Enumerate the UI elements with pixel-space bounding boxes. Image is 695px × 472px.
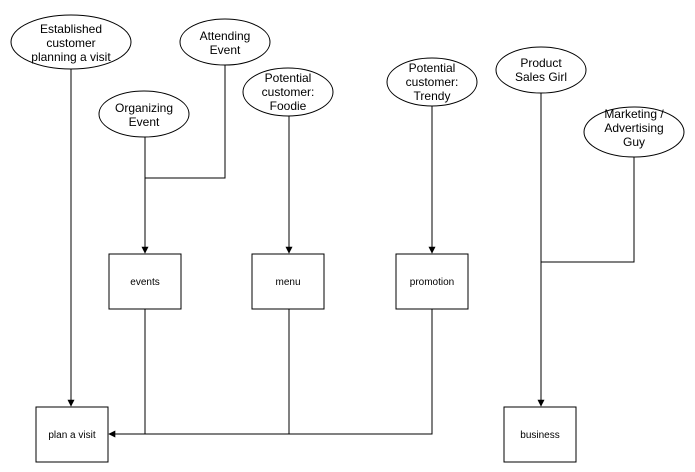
actor-established-line-1: Established (40, 22, 102, 36)
actor-organizing-event: Organizing Event (98, 90, 190, 138)
actor-trendy-line-3: Trendy (414, 89, 451, 103)
edge-marketing-to-business (541, 157, 635, 263)
box-plan-a-visit: plan a visit (35, 406, 109, 463)
actor-established-line-3: planning a visit (31, 50, 111, 64)
actor-attending-event: Attending Event (179, 18, 271, 66)
actor-marketing-line-3: Guy (623, 135, 645, 149)
box-business-label: business (520, 430, 559, 441)
box-menu-label: menu (275, 277, 300, 288)
actor-attending-line-2: Event (210, 43, 241, 57)
box-business: business (503, 406, 577, 463)
actor-established-line-2: customer (46, 36, 95, 50)
actor-trendy-line-2: customer: (406, 75, 459, 89)
actor-organizing-line-2: Event (129, 115, 160, 129)
actor-marketing-line-1: Marketing / (604, 107, 664, 121)
actor-product-sales-girl: Product Sales Girl (495, 46, 587, 94)
actor-potential-foodie: Potential customer: Foodie (242, 67, 334, 117)
box-events: events (108, 253, 182, 310)
actor-sales-line-2: Sales Girl (515, 70, 567, 84)
actor-trendy-line-1: Potential (409, 61, 456, 75)
actor-marketing-line-2: Advertising (604, 121, 663, 135)
box-menu: menu (251, 253, 325, 310)
actor-attending-line-1: Attending (200, 29, 251, 43)
box-promotion: promotion (395, 253, 469, 310)
actor-marketing-guy: Marketing / Advertising Guy (583, 106, 685, 158)
actor-organizing-line-1: Organizing (115, 101, 173, 115)
actor-foodie-line-3: Foodie (270, 99, 307, 113)
edge-promotion-to-plan-visit (108, 309, 433, 438)
actor-foodie-line-2: customer: (262, 85, 315, 99)
box-plan-visit-label: plan a visit (48, 430, 95, 441)
actor-established-customer: Established customer planning a visit (10, 14, 132, 70)
edge-attending-to-events (145, 65, 226, 179)
box-promotion-label: promotion (410, 277, 454, 288)
actor-foodie-line-1: Potential (265, 71, 312, 85)
actor-sales-line-1: Product (520, 56, 562, 70)
actor-potential-trendy: Potential customer: Trendy (386, 57, 478, 107)
box-events-label: events (130, 277, 159, 288)
